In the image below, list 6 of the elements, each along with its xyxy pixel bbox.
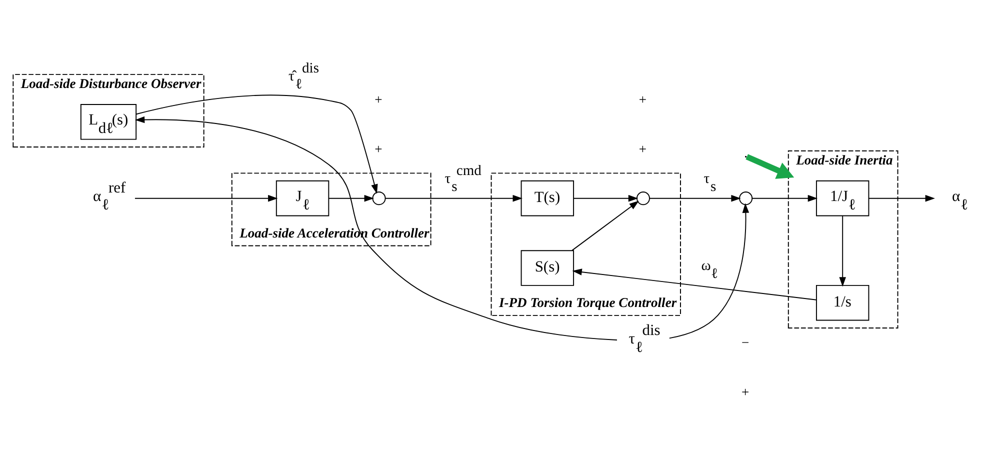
label: + — [374, 92, 382, 107]
label: + — [374, 141, 382, 156]
label: + — [741, 384, 750, 399]
label: − — [741, 334, 750, 350]
label: + — [638, 92, 647, 107]
label: + — [638, 141, 647, 156]
